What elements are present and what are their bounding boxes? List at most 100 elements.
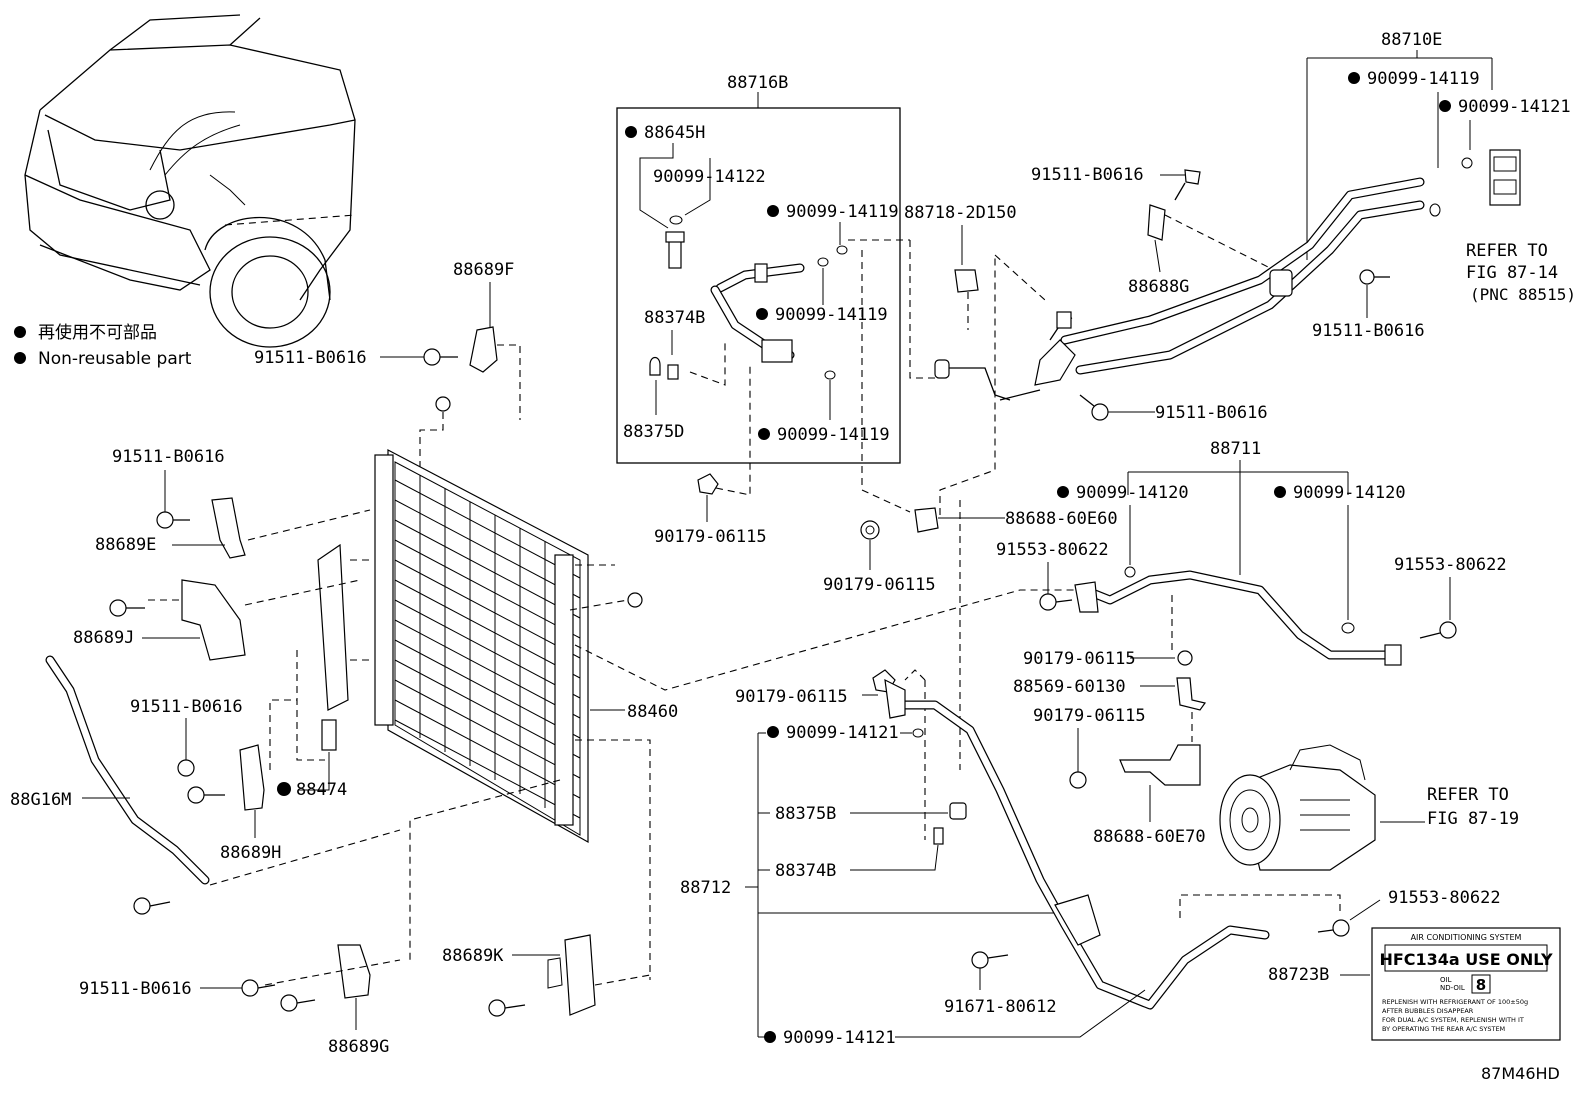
o-ring-icon [1341, 622, 1355, 634]
label-90179-06115-e: 90179-06115 [735, 687, 848, 707]
label-88689F: 88689F [453, 260, 514, 280]
bolt-88688G: 91511-B0616 88688G [1031, 165, 1271, 297]
label-88688-60E70: 88688-60E70 [1093, 827, 1206, 847]
pressure-switch-icon [665, 215, 685, 269]
label-91553-80622-b: 91553-80622 [1394, 555, 1507, 575]
label-88718-2D150: 88718-2D150 [904, 203, 1017, 223]
label-90099-14121-b: 90099-14121 [786, 723, 899, 743]
group-88711: 88711 90099-14120 90099-14120 91553-8062… [996, 439, 1507, 666]
legend-dot-jp [14, 326, 26, 338]
valve-core-icon [667, 364, 679, 380]
legend-jp-text: 再使用不可部品 [38, 322, 157, 343]
group-88716B: 88716B 88645H 90099-14122 90099-14119 88… [616, 73, 901, 464]
label-91553-80622-a: 91553-80622 [996, 540, 1109, 560]
valve-core-icon [933, 827, 944, 845]
label-88645H: 88645H [644, 123, 705, 143]
bracket-cluster-88569: 90179-06115 88569-60130 90179-06115 8868… [1013, 595, 1207, 847]
cap-icon [649, 356, 661, 376]
legend: 再使用不可部品 Non-reusable part [14, 322, 192, 369]
label-refer-87-14-b: FIG 87-14 [1466, 263, 1558, 283]
bracket-88689J: 88689J [73, 579, 361, 661]
label-88710E: 88710E [1381, 30, 1442, 50]
label-refer-87-19-b: FIG 87-19 [1427, 809, 1519, 829]
card-line-1: REPLENISH WITH REFRIGERANT OF 100±50g [1382, 998, 1528, 1006]
label-88374B-a: 88374B [644, 308, 705, 328]
bracket-88689K: 88689K [442, 934, 651, 1017]
clamp-88688-60E60: 88688-60E60 [861, 250, 1118, 533]
bracket-88689E: 91511-B0616 88689E [95, 447, 371, 559]
o-ring-icon [824, 370, 836, 380]
bracket-88689F: 88689F 91511-B0616 [254, 260, 521, 470]
pipe-88G16M: 88G16M [10, 655, 401, 915]
ac-label-card [1371, 927, 1561, 1041]
label-90099-14119-c: 90099-14119 [777, 425, 890, 445]
pipe-block-icon [710, 263, 805, 363]
label-91511-B0616-c: 91511-B0616 [1155, 403, 1268, 423]
legend-dot-en [14, 352, 26, 364]
label-88689K: 88689K [442, 946, 504, 966]
group-88712: 88712 90179-06115 90099-14121 88375B 883… [680, 500, 1501, 1048]
expansion-valve-icon [1489, 149, 1521, 206]
label-88375D: 88375D [623, 422, 684, 442]
label-88712: 88712 [680, 878, 731, 898]
diagram-code: 87M46HD [1481, 1064, 1560, 1083]
cap-icon [949, 802, 967, 820]
label-91511-B0616-b: 91511-B0616 [1312, 321, 1425, 341]
label-88716B: 88716B [727, 73, 788, 93]
sensor-88718: 88718-2D150 [848, 203, 1017, 401]
group-88710E: 88710E 90099-14119 90099-14121 REFER TO … [999, 30, 1576, 401]
card-refrigerant: HFC134a USE ONLY [1379, 950, 1553, 969]
label-88374B-b: 88374B [775, 861, 836, 881]
label-88688G: 88688G [1128, 277, 1189, 297]
label-88G16M: 88G16M [10, 790, 71, 810]
label-refer-87-14-a: REFER TO [1466, 241, 1548, 261]
nut-icon [435, 396, 451, 412]
label-88688-60E60: 88688-60E60 [1005, 509, 1118, 529]
label-90099-14120-a: 90099-14120 [1076, 483, 1189, 503]
card-oil-label-1: OIL [1440, 976, 1452, 984]
o-ring-icon [1124, 566, 1136, 578]
bolt-91511-b: 91511-B0616 [1312, 269, 1425, 341]
label-91671-80612: 91671-80612 [944, 997, 1057, 1017]
nonreusable-dot [625, 126, 637, 138]
label-refer-87-14-c: (PNC 88515) [1470, 285, 1576, 304]
label-90099-14119-a: 90099-14119 [786, 202, 899, 222]
card-line-2: AFTER BUBBLES DISAPPEAR [1382, 1007, 1474, 1015]
label-90099-14122: 90099-14122 [653, 167, 766, 187]
nut-90179-b: 90179-06115 [823, 520, 936, 595]
legend-en-text: Non-reusable part [38, 349, 192, 369]
o-ring-icon [1429, 203, 1441, 217]
vehicle-illustration [24, 14, 356, 348]
label-91511-B0616-f: 91511-B0616 [130, 697, 243, 717]
card-oil-value: 8 [1476, 976, 1486, 994]
label-88689G: 88689G [328, 1037, 389, 1057]
label-91511-B0616-d: 91511-B0616 [254, 348, 367, 368]
label-88460: 88460 [627, 702, 678, 722]
label-90099-14121-c: 90099-14121 [783, 1028, 896, 1048]
receiver-88474: 88474 [277, 543, 370, 800]
label-91511-B0616-e: 91511-B0616 [112, 447, 225, 467]
label-91553-80622-c: 91553-80622 [1388, 888, 1501, 908]
pipe-joint-icon [1269, 269, 1293, 297]
label-card-88723B: 88723B AIR CONDITIONING SYSTEM HFC134a U… [1268, 927, 1561, 1041]
nut-icon [627, 592, 643, 608]
condenser-tank [554, 554, 574, 826]
card-line-4: BY OPERATING THE REAR A/C SYSTEM [1382, 1025, 1505, 1033]
condenser-fins [394, 475, 581, 819]
group-box-88716B [616, 107, 901, 464]
label-90179-06115-c: 90179-06115 [1023, 649, 1136, 669]
label-88569-60130: 88569-60130 [1013, 677, 1126, 697]
condenser-88460: 88460 [374, 449, 1080, 980]
label-91511-B0616-a: 91511-B0616 [1031, 165, 1144, 185]
label-88689H: 88689H [220, 843, 281, 863]
o-ring-icon [836, 245, 848, 255]
label-90179-06115-b: 90179-06115 [823, 575, 936, 595]
card-oil-label-2: ND-OIL [1440, 984, 1465, 992]
label-90179-06115-d: 90179-06115 [1033, 706, 1146, 726]
condenser-tank [374, 454, 394, 726]
label-88711: 88711 [1210, 439, 1261, 459]
label-90099-14121-a: 90099-14121 [1458, 97, 1571, 117]
sensor-clip-icon [954, 269, 979, 293]
bracket-88689H: 91511-B0616 88689H [130, 697, 297, 863]
